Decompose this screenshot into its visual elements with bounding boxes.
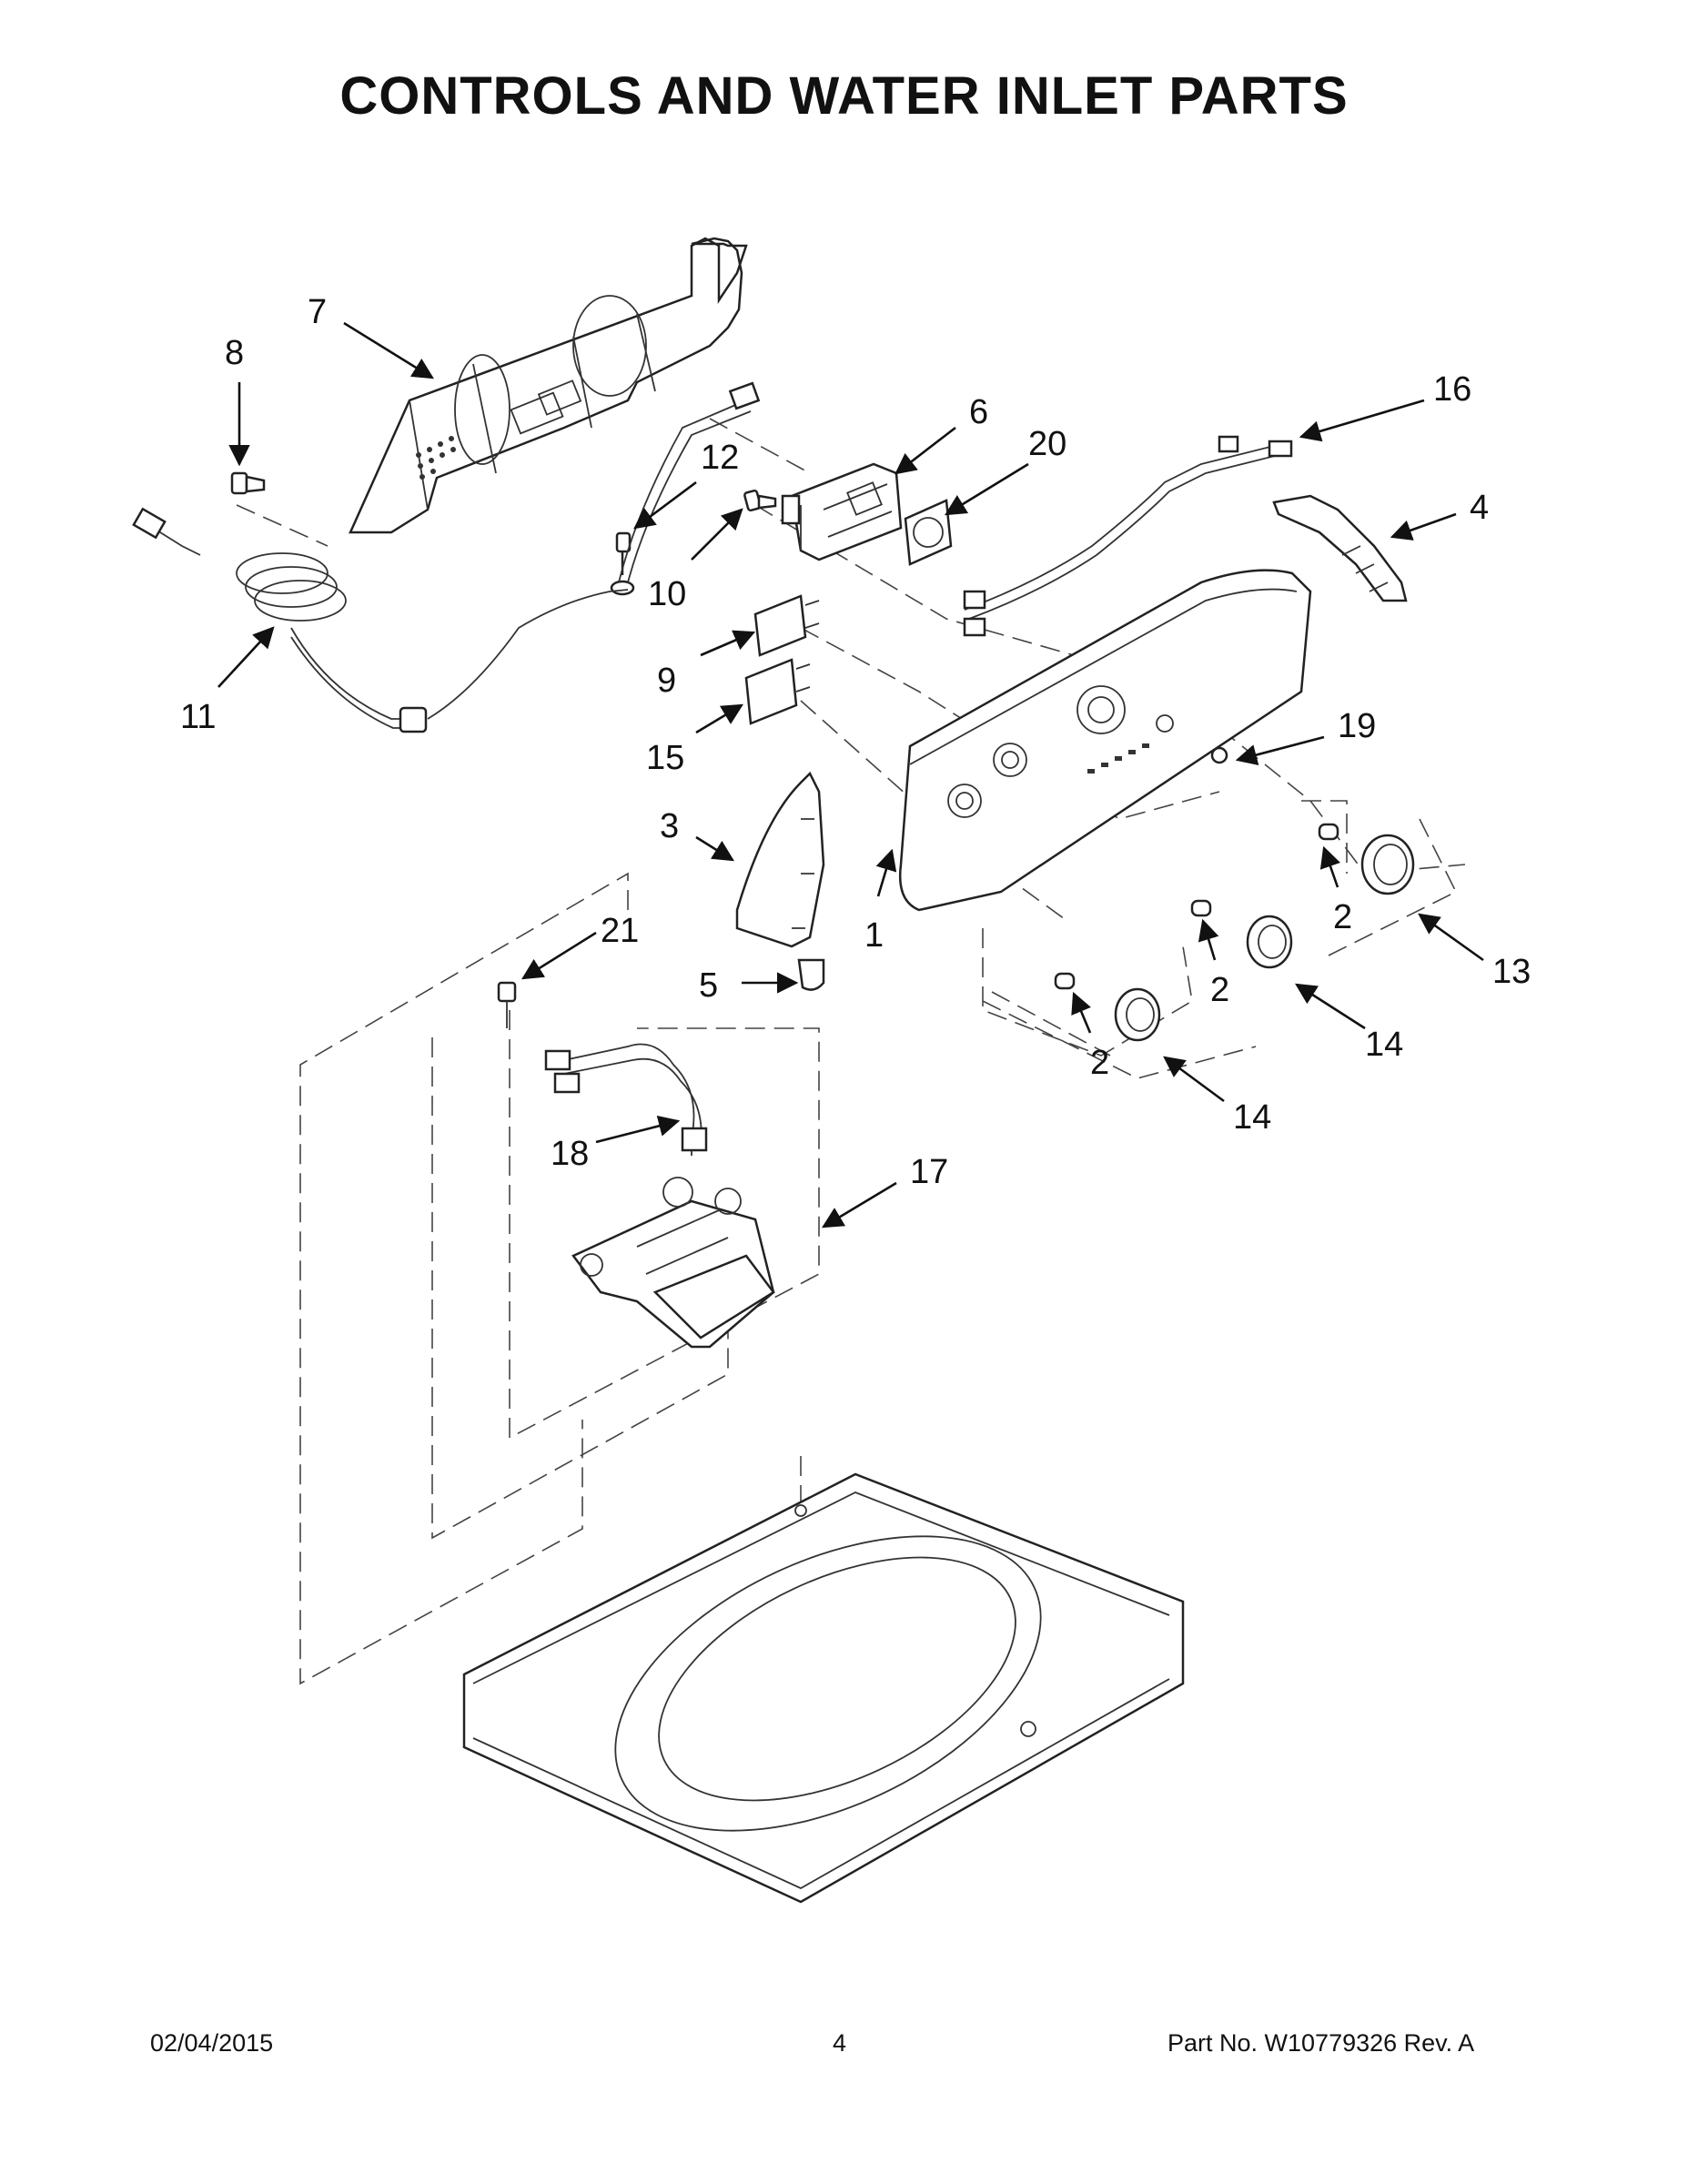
- button-19: [1210, 746, 1228, 764]
- leader-arrows: [217, 321, 1484, 1228]
- panel-grid-holes: [416, 436, 456, 480]
- callout-6: 6: [969, 393, 988, 431]
- callout-18: 18: [551, 1135, 589, 1173]
- callout-13: 13: [1492, 953, 1531, 991]
- callout-14-upper: 14: [1365, 1026, 1403, 1064]
- console-wire-harness: [963, 435, 1293, 637]
- callout-15: 15: [646, 739, 684, 777]
- callout-1: 1: [864, 916, 884, 955]
- main-console: [898, 569, 1312, 912]
- switch-9: [753, 594, 820, 657]
- footer-part-number: Part No. W10779326 Rev. A: [1167, 2029, 1475, 2057]
- ground-screw-12: [610, 531, 635, 596]
- callout-11: 11: [180, 698, 216, 736]
- clip-5: [797, 958, 825, 991]
- power-cord: [132, 381, 761, 733]
- callout-2-left: 2: [1090, 1044, 1109, 1082]
- right-end-cap: [1272, 494, 1408, 602]
- rear-console-panel: [349, 237, 748, 534]
- callout-8: 8: [225, 334, 244, 372]
- callout-4: 4: [1470, 489, 1489, 527]
- knob-13: [1360, 834, 1415, 895]
- callout-16: 16: [1433, 370, 1471, 409]
- callout-14-lower: 14: [1233, 1098, 1271, 1137]
- callout-10: 10: [648, 575, 686, 613]
- encoder-housing: [904, 499, 953, 566]
- callout-labels: 7 8 12 16 6 20 4 10 11 9 15 19 3 1 21 5 …: [180, 293, 1531, 1191]
- water-inlet-valve-assembly: [571, 1177, 775, 1349]
- console-led-dots: [1087, 743, 1149, 774]
- valve-wire-harness: [544, 1043, 708, 1156]
- callout-2-right: 2: [1333, 898, 1352, 936]
- footer-page-number: 4: [833, 2029, 847, 2057]
- switch-15: [744, 658, 811, 725]
- callout-12: 12: [701, 439, 739, 477]
- callout-7: 7: [308, 293, 327, 331]
- control-board: [781, 462, 903, 561]
- page-title: CONTROLS AND WATER INLET PARTS: [339, 66, 1349, 126]
- knob-14-upper: [1246, 915, 1293, 969]
- callout-20: 20: [1028, 425, 1066, 463]
- knob-14-lower: [1114, 987, 1161, 1042]
- callout-5: 5: [699, 966, 718, 1005]
- screw-8: [230, 471, 266, 495]
- callout-2-middle: 2: [1210, 971, 1229, 1009]
- screw-21: [497, 981, 517, 1028]
- callout-17: 17: [910, 1153, 948, 1191]
- callout-19: 19: [1338, 707, 1376, 745]
- callout-3: 3: [660, 807, 679, 845]
- callout-21: 21: [601, 912, 639, 950]
- knob-inserts: [1054, 823, 1339, 990]
- left-end-cap: [735, 771, 825, 948]
- screw-10: [743, 489, 777, 512]
- footer-date: 02/04/2015: [150, 2029, 274, 2057]
- callout-9: 9: [657, 662, 676, 700]
- washer-top: [462, 1472, 1185, 1904]
